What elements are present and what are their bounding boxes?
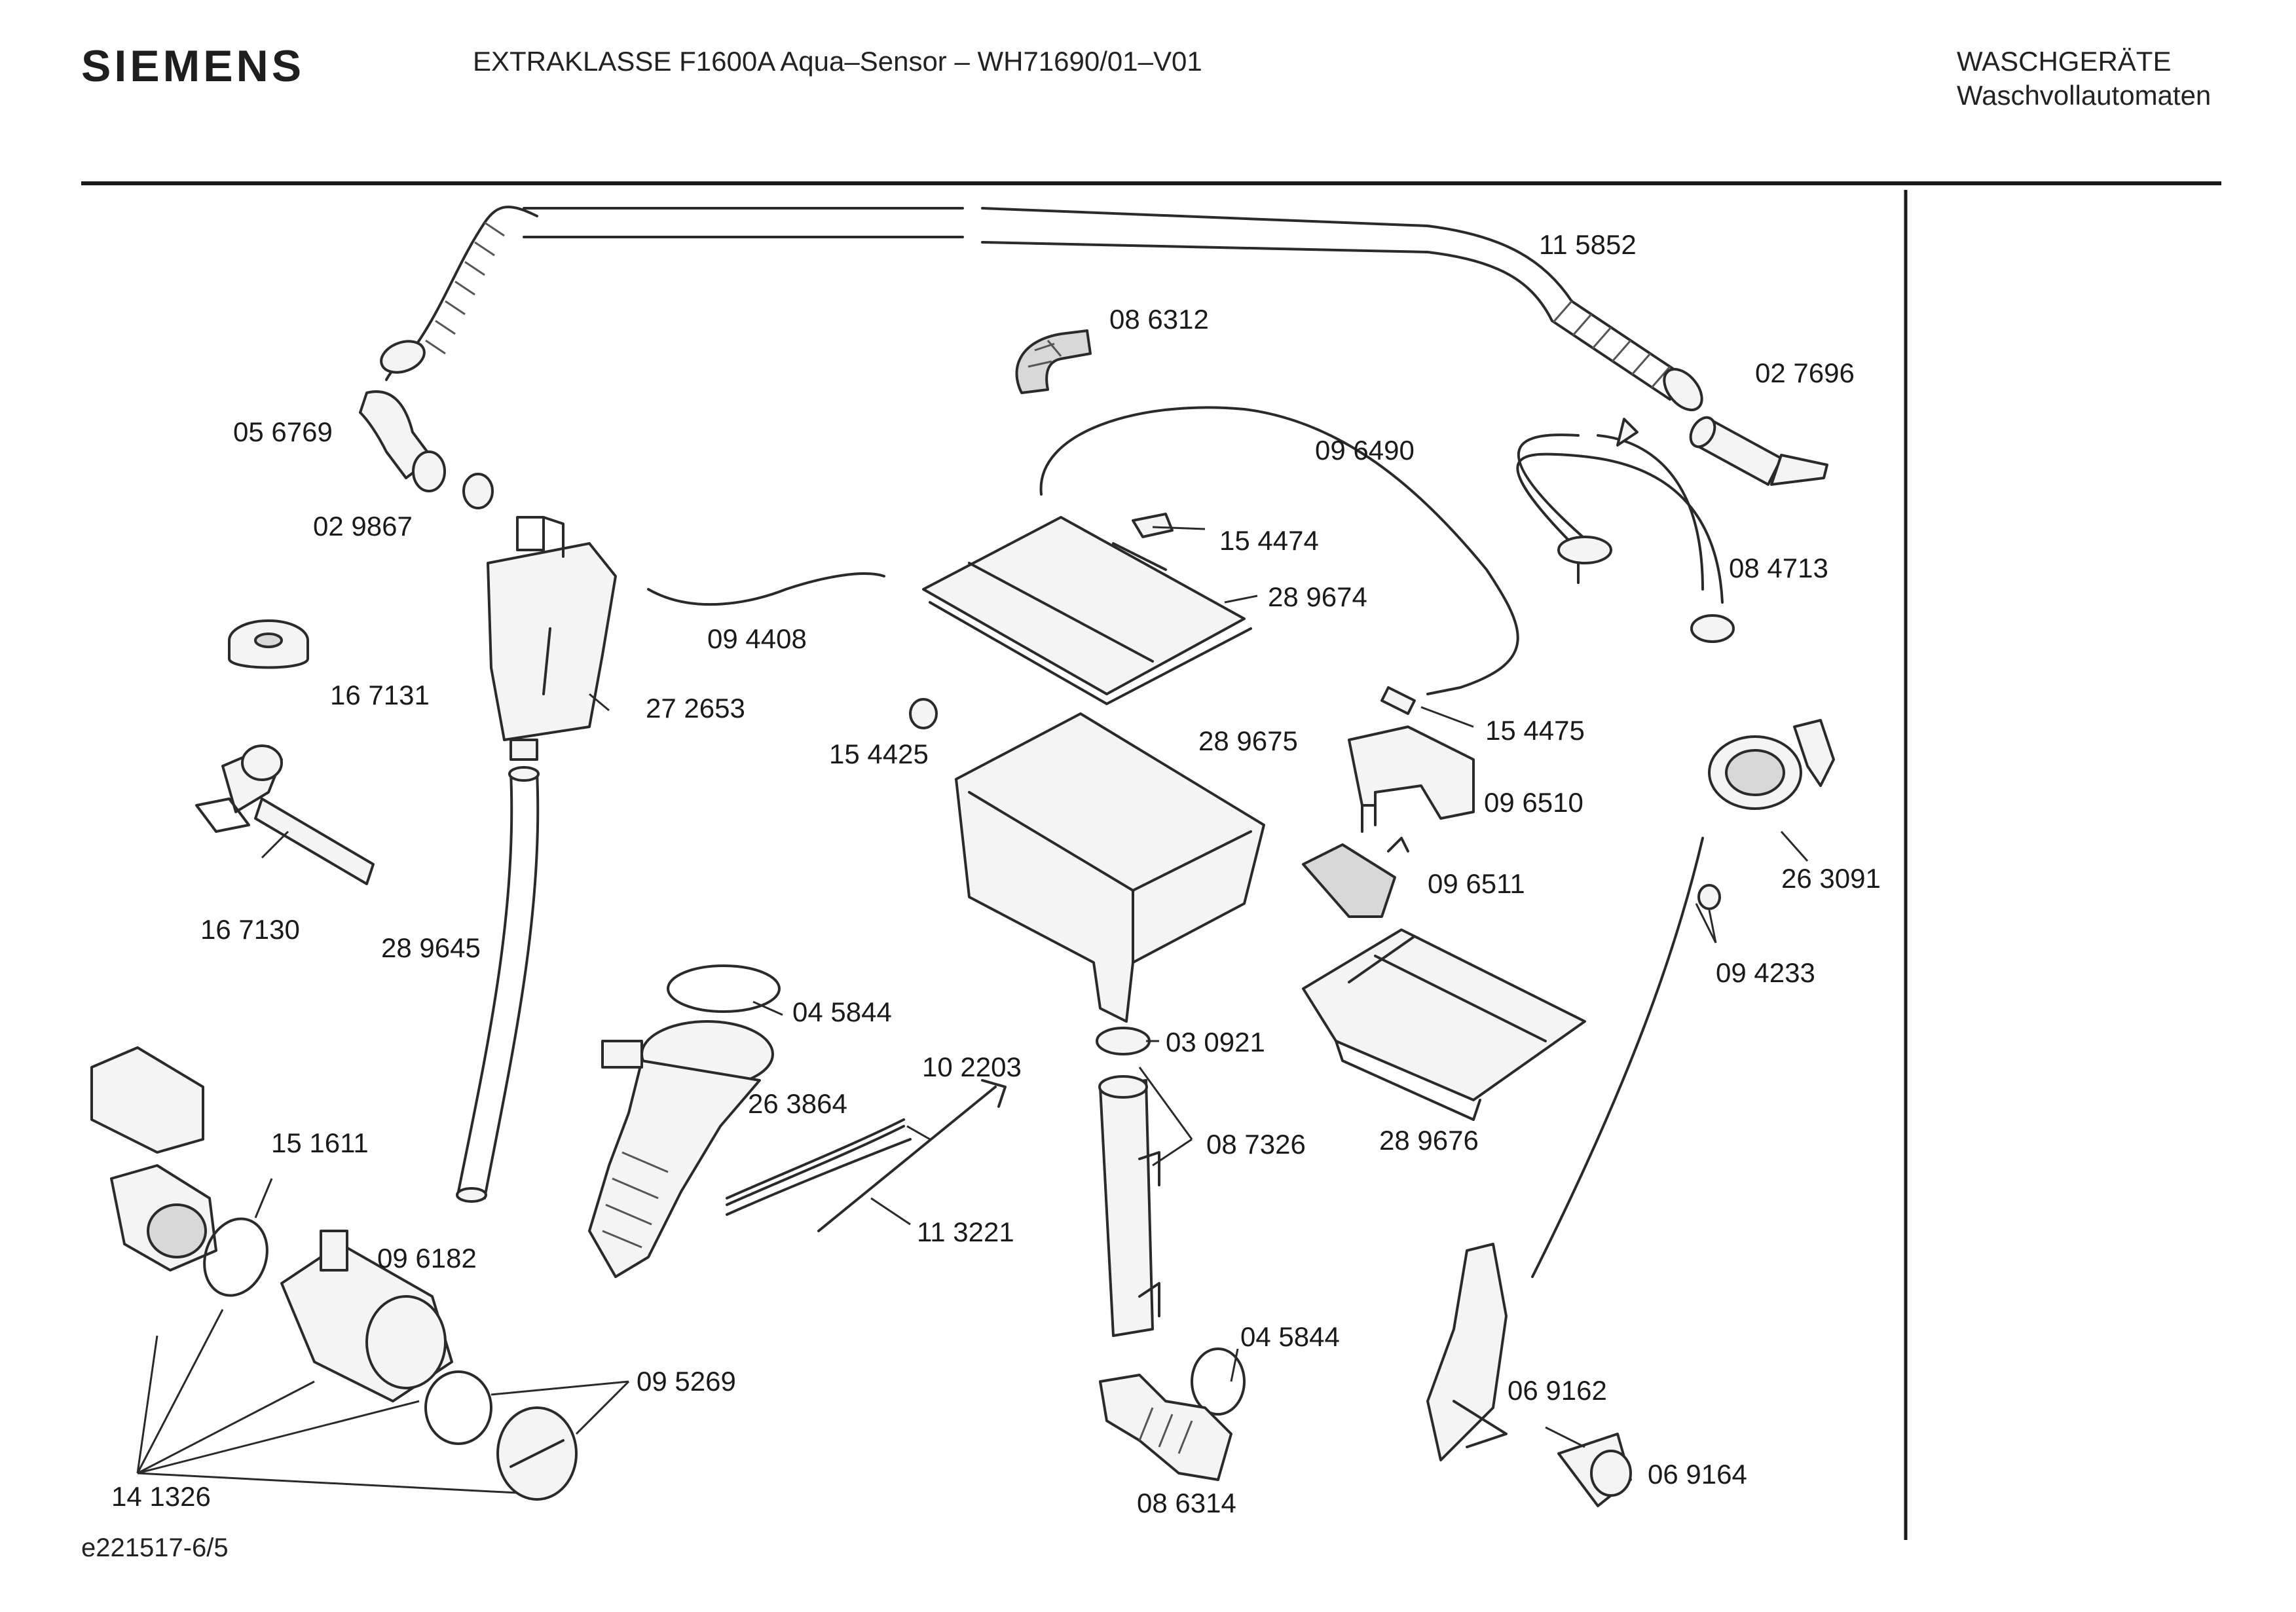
document-id: e221517-6/5 [81, 1533, 229, 1562]
drain-pipe-drawing [1096, 1027, 1160, 1337]
pump-body-drawing [280, 1230, 453, 1402]
part-label: 11 5852 [1539, 229, 1637, 260]
part-label: 09 4408 [707, 623, 807, 654]
category-label: WASCHGERÄTE [1957, 46, 2172, 77]
drain-hose-drawing [380, 206, 1703, 411]
thin-tube-drawing [1039, 406, 1519, 695]
part-label: 06 9164 [1648, 1459, 1747, 1490]
part-label: 11 3221 [917, 1217, 1014, 1247]
part-label: 28 9645 [381, 932, 481, 963]
subcategory-label: Waschvollautomaten [1957, 80, 2212, 111]
part-label: 02 7696 [1755, 357, 1855, 388]
drain-elbow-drawing [1099, 1374, 1232, 1481]
part-label: 09 4233 [1716, 957, 1815, 988]
part-label: 28 9676 [1379, 1125, 1479, 1156]
heating-rod-drawing [195, 744, 375, 885]
part-label: 26 3091 [1781, 863, 1881, 894]
part-label: 09 5269 [637, 1366, 736, 1397]
container-drawing [487, 516, 617, 761]
part-label: 08 6314 [1137, 1488, 1236, 1518]
brand-logo: SIEMENS [81, 41, 305, 91]
part-label: 09 6182 [377, 1243, 477, 1273]
part-label: 08 4713 [1729, 553, 1828, 583]
part-label: 08 6312 [1109, 304, 1209, 335]
pressure-switch-drawing [1708, 719, 1835, 810]
part-label: 06 9162 [1508, 1375, 1607, 1406]
switch-block-drawing [1302, 837, 1409, 918]
part-label: 08 7326 [1206, 1129, 1306, 1160]
ring-drawing [462, 473, 494, 509]
leader-lines [136, 526, 1809, 1494]
clip-drawing [1132, 513, 1174, 538]
part-label: 15 4425 [829, 739, 929, 769]
part-label: 04 5844 [792, 997, 892, 1027]
clamp-drawing [667, 964, 781, 1013]
hose-drawing [647, 572, 885, 606]
part-label: 15 4474 [1219, 525, 1319, 556]
part-label: 02 9867 [313, 511, 413, 541]
fitting-drawing [1380, 686, 1416, 715]
part-label: 26 3864 [748, 1088, 847, 1119]
frame-plate-drawing [922, 516, 1252, 705]
bracket-drawing [1516, 418, 1735, 643]
part-label: 04 5844 [1240, 1321, 1340, 1352]
part-label: 16 7131 [330, 680, 430, 710]
pump-drawing [90, 1046, 268, 1297]
part-label: 09 6511 [1428, 868, 1525, 899]
tray-drawing [955, 712, 1265, 1023]
part-label: 15 1611 [271, 1127, 369, 1158]
washer-drawing [228, 619, 309, 669]
part-label: 27 2653 [646, 693, 745, 724]
pressure-tube-drawing [1531, 837, 1721, 1278]
part-label: 03 0921 [1166, 1027, 1265, 1057]
clip-fitting-drawing [1557, 1433, 1632, 1507]
page-title: EXTRAKLASSE F1600A Aqua–Sensor – WH71690… [473, 46, 1202, 77]
part-label: 28 9674 [1268, 581, 1367, 612]
part-label: 28 9675 [1198, 725, 1298, 756]
part-label: 16 7130 [200, 914, 300, 945]
part-label: 10 2203 [922, 1052, 1022, 1082]
part-label: 05 6769 [233, 416, 333, 447]
part-label: 14 1326 [111, 1481, 211, 1512]
part-label: 09 6510 [1484, 787, 1583, 818]
bellows-hose-drawing [588, 1020, 774, 1278]
part-label: 15 4475 [1485, 715, 1585, 746]
rod-drawing [817, 1079, 1007, 1232]
part-label: 09 6490 [1315, 435, 1415, 466]
part-labels: 11 5852 08 6312 02 7696 05 6769 09 6490 … [111, 229, 1881, 1518]
cap-drawing [909, 698, 938, 729]
seal-drawing [424, 1370, 492, 1445]
cylinder-part-drawing [1689, 416, 1828, 486]
elbow-drawing [359, 390, 446, 492]
level-bracket-drawing [1426, 1243, 1508, 1461]
filter-cap-drawing [496, 1406, 578, 1501]
lower-clamp-drawing [1191, 1347, 1246, 1416]
detergent-drawer-drawing [1302, 928, 1586, 1121]
short-hose-drawing [726, 1118, 912, 1216]
small-hose-drawing [1015, 329, 1092, 394]
valve-bracket-drawing [1348, 725, 1475, 833]
vertical-hose-drawing [456, 766, 540, 1203]
